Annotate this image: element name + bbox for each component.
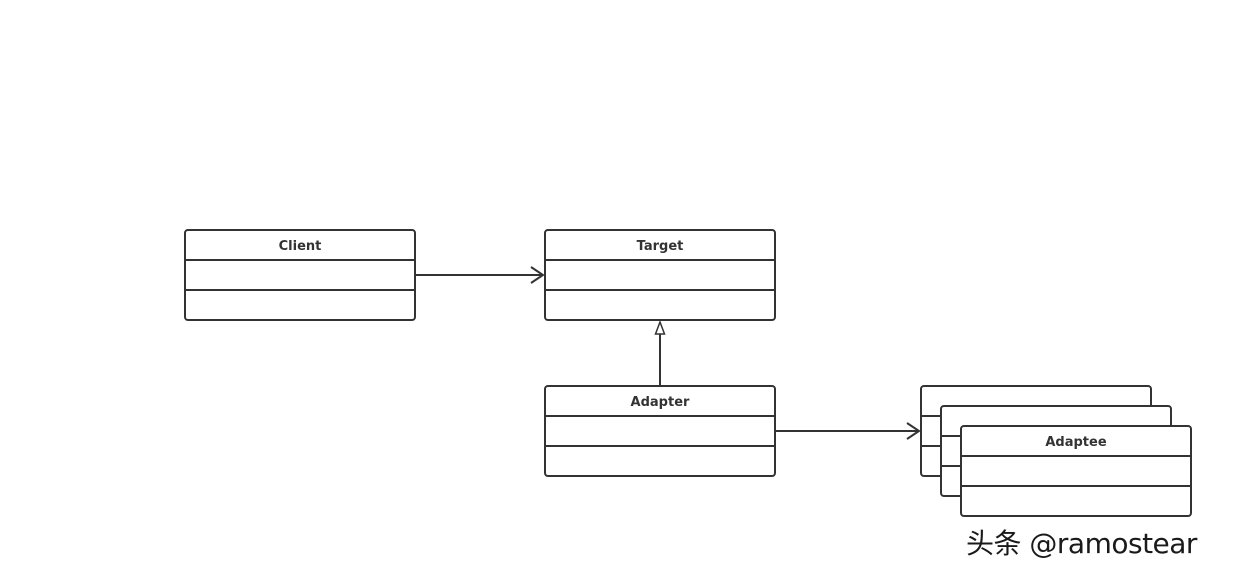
watermark-text: 头条 @ramostear [966, 527, 1197, 560]
class-adapter-name: Adapter [631, 395, 690, 410]
class-adaptee-name: Adaptee [1045, 435, 1106, 450]
class-client[interactable]: Client [184, 229, 416, 321]
class-adapter[interactable]: Adapter [544, 385, 776, 477]
hollow-triangle-arrowhead-icon [654, 319, 666, 335]
generalization-adapter-target [654, 319, 666, 386]
open-arrowhead-icon [530, 266, 545, 284]
association-client-target [415, 266, 545, 284]
association-adapter-adaptee [775, 422, 921, 440]
class-target-name: Target [637, 239, 684, 254]
open-arrowhead-icon [906, 422, 921, 440]
class-target[interactable]: Target [544, 229, 776, 321]
class-adaptee[interactable]: Adaptee [960, 425, 1192, 517]
class-client-name: Client [279, 239, 322, 254]
